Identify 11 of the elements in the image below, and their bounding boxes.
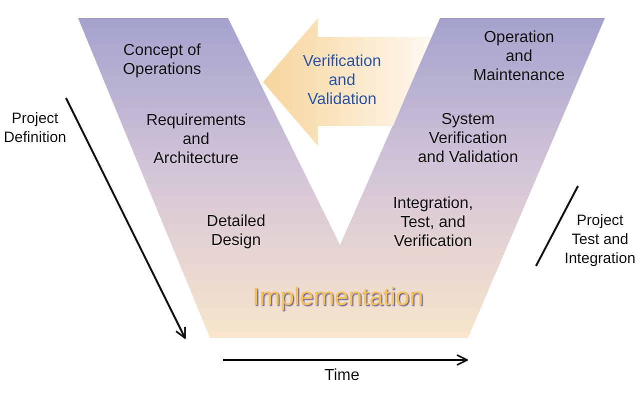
stage-label: Implementation [252, 282, 424, 312]
stage-label: System Verification and Validation [416, 110, 520, 167]
stage-label: Concept of Operations [122, 41, 202, 79]
phase-label: Project Definition [2, 109, 68, 147]
arrow-label: Verification and Validation [302, 52, 382, 109]
stage-label: Operation and Maintenance [472, 28, 566, 85]
stage-label: Integration, Test, and Verification [392, 194, 474, 251]
stage-label: Detailed Design [206, 212, 266, 250]
stage-label: Requirements and Architecture [145, 111, 247, 168]
phase-label: Project Test and Integration [564, 211, 636, 268]
axis-label: Time [324, 366, 360, 386]
